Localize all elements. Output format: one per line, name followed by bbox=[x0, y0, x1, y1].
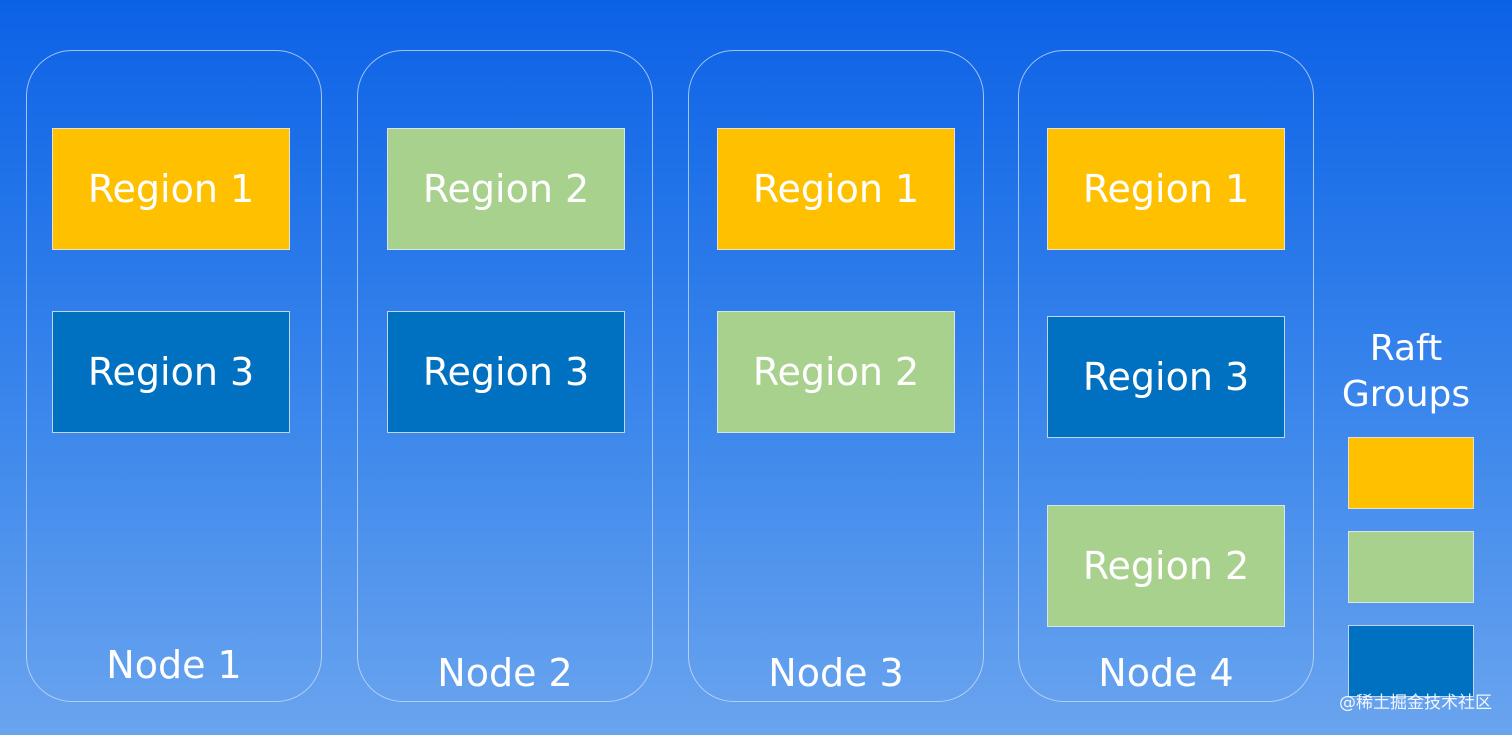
region-box: Region 2 bbox=[1047, 505, 1285, 627]
region-box: Region 3 bbox=[1047, 316, 1285, 438]
region-box: Region 1 bbox=[1047, 128, 1285, 250]
region-box: Region 1 bbox=[717, 128, 955, 250]
legend-swatch-green bbox=[1348, 531, 1474, 603]
watermark: @稀土掘金技术社区 bbox=[1339, 693, 1492, 713]
region-box: Region 3 bbox=[387, 311, 625, 433]
node-2: Node 2 bbox=[357, 50, 653, 702]
legend-swatch-blue bbox=[1348, 625, 1474, 697]
legend-title: Raft Groups bbox=[1341, 328, 1471, 415]
region-box: Region 2 bbox=[717, 311, 955, 433]
node-label: Node 1 bbox=[106, 643, 242, 687]
node-3: Node 3 bbox=[688, 50, 984, 702]
node-label: Node 3 bbox=[768, 651, 904, 695]
region-box: Region 2 bbox=[387, 128, 625, 250]
node-label: Node 2 bbox=[437, 651, 573, 695]
node-1: Node 1 bbox=[26, 50, 322, 702]
legend-swatch-yellow bbox=[1348, 437, 1474, 509]
node-label: Node 4 bbox=[1098, 651, 1234, 695]
region-box: Region 3 bbox=[52, 311, 290, 433]
region-box: Region 1 bbox=[52, 128, 290, 250]
node-4: Node 4 bbox=[1018, 50, 1314, 702]
